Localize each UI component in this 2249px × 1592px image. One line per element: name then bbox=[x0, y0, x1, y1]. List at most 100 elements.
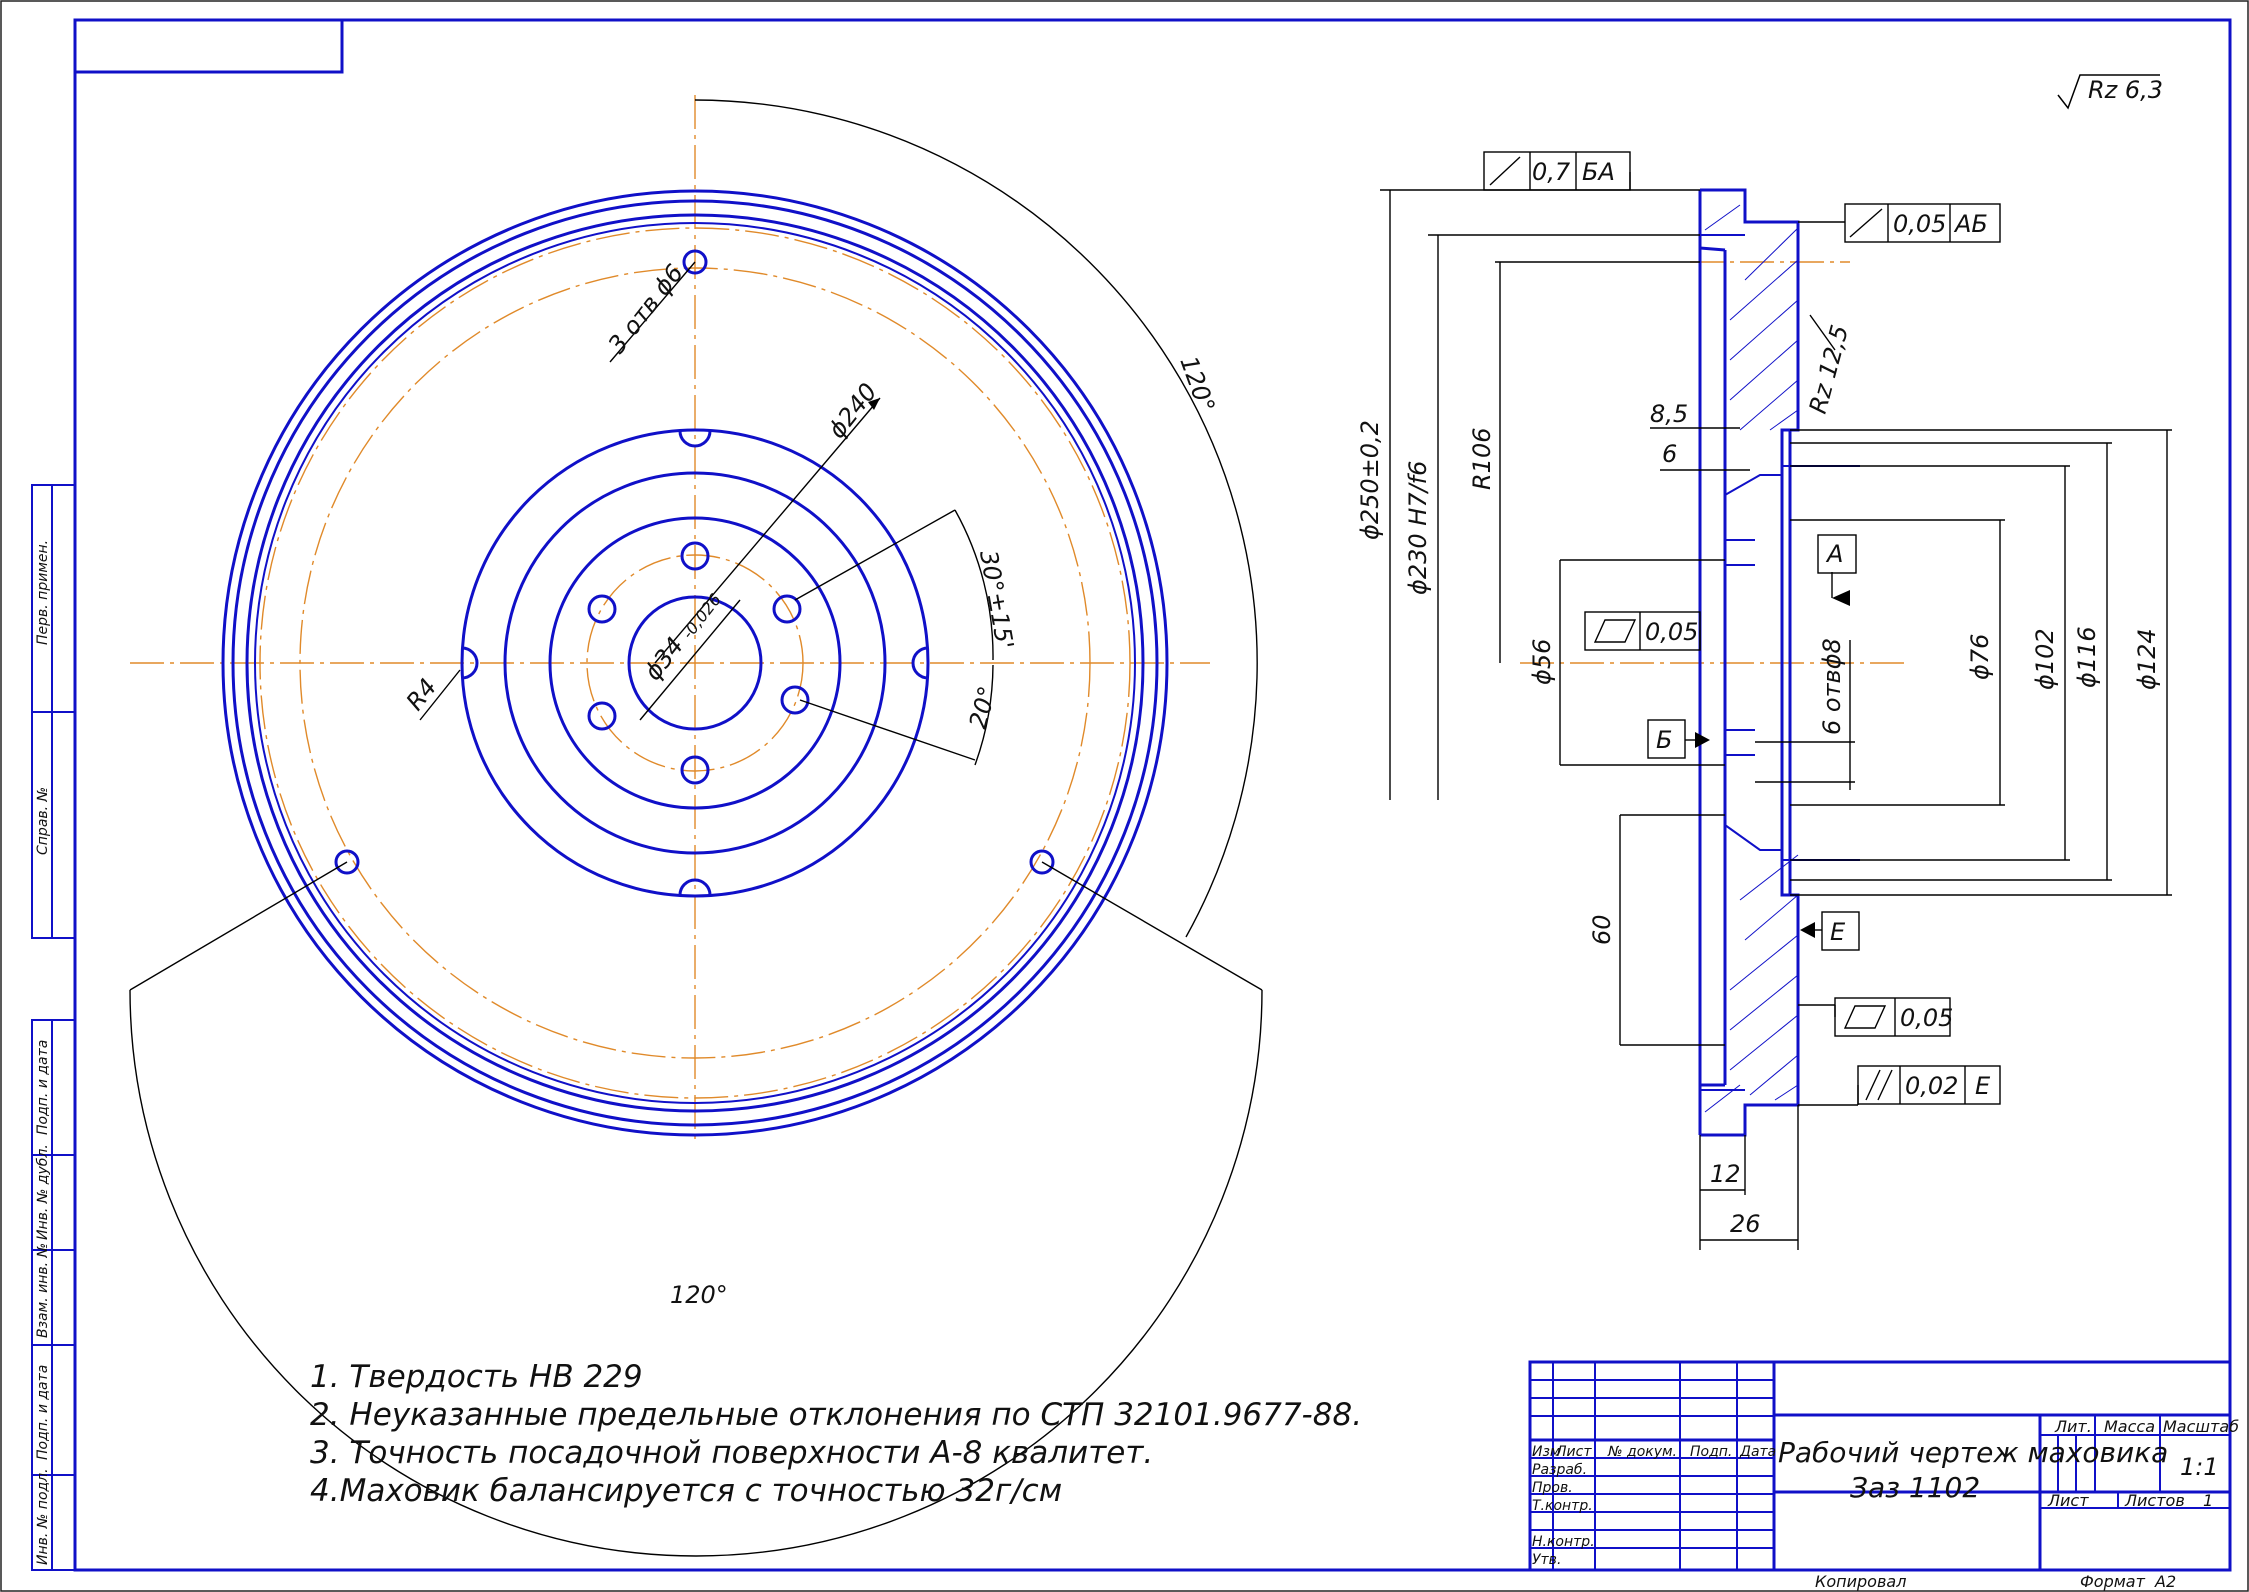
side-label-1: Перв. примен. bbox=[35, 540, 51, 645]
rim-inner bbox=[245, 213, 1145, 1113]
tol-top-right-datum: АБ bbox=[1953, 210, 1988, 238]
tol-flat-left-value: 0,05 bbox=[1645, 618, 1698, 646]
note-4: 4.Маховик балансируется с точностью 32г/… bbox=[310, 1473, 1062, 1509]
tb-listov: Листов bbox=[2124, 1491, 2185, 1510]
tb-row-tkontr: Т.контр. bbox=[1532, 1498, 1593, 1514]
dim-230-text: ϕ230 H7/f6 bbox=[1404, 461, 1432, 595]
dim-116-text: ϕ116 bbox=[2073, 626, 2101, 688]
side-strip: Перв. примен. Справ. № Подп. и дата Инв.… bbox=[31, 484, 76, 1571]
surface-finish-mark: Rz 6,3 bbox=[2057, 74, 2163, 110]
tb-listov-value: 1 bbox=[2203, 1491, 2213, 1510]
hub-inner bbox=[548, 516, 842, 810]
center-bore bbox=[627, 595, 763, 731]
drawing-frame bbox=[73, 18, 2232, 1572]
bolt-hole bbox=[780, 685, 810, 715]
tb-col-data: Дата bbox=[1739, 1444, 1776, 1460]
outer-rim bbox=[221, 189, 1169, 1137]
tol-flat-right-value: 0,05 bbox=[1900, 1004, 1953, 1032]
centerline-circle-outer bbox=[259, 227, 1131, 1099]
tb-row-prov: Пров. bbox=[1532, 1480, 1573, 1496]
tol-top-left-value: 0,7 bbox=[1532, 158, 1571, 186]
tol-top-left-datum: БА bbox=[1582, 158, 1615, 186]
bolt-hole bbox=[587, 594, 617, 624]
centerline-circle-ring bbox=[299, 267, 1091, 1059]
side-label-4: Инв. № дубл. bbox=[35, 1144, 51, 1240]
dim-holes-text: 3 отв ϕ6 bbox=[603, 259, 689, 359]
tb-format: Формат bbox=[2080, 1572, 2146, 1591]
dim-76-text: ϕ76 bbox=[1966, 634, 1994, 680]
tb-col-list: Лист bbox=[1555, 1444, 1592, 1460]
mount-hole bbox=[682, 249, 708, 275]
tol-frame-parallel: 0,02 Е bbox=[1798, 1065, 2001, 1106]
hub-flange bbox=[1782, 428, 1792, 897]
dim-60-text: 60 bbox=[1588, 914, 1616, 945]
dim-bore-text: ϕ34 bbox=[639, 632, 690, 686]
rim-inner-2 bbox=[254, 222, 1136, 1104]
dim-6-text: 6 bbox=[1662, 440, 1677, 468]
dim-250-text: ϕ250±0,2 bbox=[1356, 420, 1384, 540]
bolt-hole bbox=[772, 594, 802, 624]
tol-parallel-datum: Е bbox=[1975, 1072, 1991, 1100]
datum-e-label: Е bbox=[1830, 918, 1846, 946]
tb-masshtab: Масштаб bbox=[2163, 1417, 2239, 1436]
arc-120-top bbox=[694, 99, 1258, 938]
dim-26-text: 26 bbox=[1730, 1210, 1761, 1238]
tol-top-right-value: 0,05 bbox=[1893, 210, 1946, 238]
bolt-hole bbox=[680, 541, 710, 571]
surface-finish-text: Rz 6,3 bbox=[2088, 76, 2163, 104]
technical-notes: 1. Твердость НВ 229 2. Неуказанные преде… bbox=[310, 1359, 1362, 1509]
side-label-7: Инв. № подл. bbox=[35, 1468, 51, 1565]
note-1: 1. Твердость НВ 229 bbox=[310, 1359, 643, 1395]
hub-mid bbox=[503, 471, 887, 855]
note-3: 3. Точность посадочной поверхности А-8 к… bbox=[310, 1435, 1153, 1471]
top-left-box bbox=[73, 18, 344, 74]
tol-frame-top-left: 0,7 БА bbox=[1483, 151, 1631, 191]
outer-rim-2 bbox=[231, 199, 1159, 1127]
dim-holes8-text: 6 отвϕ8 bbox=[1818, 638, 1846, 735]
dim-r106-text: R106 bbox=[1468, 428, 1496, 490]
tb-row-razrab: Разраб. bbox=[1532, 1462, 1587, 1478]
bolt-hole bbox=[587, 701, 617, 731]
datum-b-label: Б bbox=[1656, 726, 1672, 754]
tb-format-value: А2 bbox=[2154, 1572, 2176, 1591]
dim-angle-20-text: 20° bbox=[964, 683, 1002, 731]
section-hatching bbox=[1704, 204, 1799, 1113]
front-view: 3 отв ϕ6 ϕ240 120° 120° 30°±15' 20° R4 ϕ… bbox=[129, 95, 1263, 1557]
dim-angle-30-text: 30°±15' bbox=[974, 548, 1019, 651]
dim-85-text: 8,5 bbox=[1650, 400, 1688, 428]
tb-list: Лист bbox=[2047, 1491, 2089, 1510]
side-label-5: Взам. инв. № bbox=[35, 1243, 51, 1338]
dim-angle-bottom-text: 120° bbox=[670, 1281, 728, 1309]
tb-lit: Лит. bbox=[2054, 1417, 2092, 1436]
side-label-6: Подп. и дата bbox=[35, 1365, 51, 1460]
hub-notch bbox=[911, 646, 929, 680]
mount-hole bbox=[334, 849, 360, 875]
note-2: 2. Неуказанные предельные отклонения по … bbox=[310, 1397, 1362, 1433]
datum-e: Е bbox=[1800, 911, 1860, 951]
section-view: ϕ250±0,2 ϕ230 H7/f6 R106 ϕ56 ϕ76 ϕ102 ϕ1… bbox=[1356, 151, 2172, 1250]
tb-massa: Масса bbox=[2104, 1417, 2155, 1436]
mount-hole bbox=[1029, 849, 1055, 875]
arc-120-bottom bbox=[129, 989, 1263, 1557]
tb-title-line1: Рабочий чертеж маховика bbox=[1778, 1436, 2168, 1469]
section-outline-right bbox=[1700, 188, 1800, 1137]
tb-kopiroval: Копировал bbox=[1815, 1572, 1906, 1591]
title-block: Изм Лист № докум. Подп. Дата Разраб. Про… bbox=[1528, 1360, 2239, 1591]
tb-col-doc: № докум. bbox=[1607, 1444, 1677, 1460]
dim-102-text: ϕ102 bbox=[2031, 628, 2059, 690]
datum-b: Б bbox=[1647, 719, 1710, 759]
tb-col-podp: Подп. bbox=[1690, 1444, 1732, 1460]
tb-col-izm: Изм bbox=[1532, 1444, 1561, 1460]
datum-a-label: А bbox=[1825, 540, 1843, 568]
hub-notch bbox=[678, 878, 712, 896]
tb-row-nkontr: Н.контр. bbox=[1532, 1534, 1595, 1550]
hub-notch bbox=[678, 430, 712, 448]
dim-56-text: ϕ56 bbox=[1528, 639, 1556, 685]
tb-row-utv: Утв. bbox=[1532, 1552, 1561, 1568]
roughness-text: Rz 12,5 bbox=[1804, 322, 1854, 417]
dim-124-text: ϕ124 bbox=[2133, 628, 2161, 690]
hub-outer bbox=[460, 428, 930, 898]
dim-bolt-circle-text: ϕ240 bbox=[823, 378, 883, 444]
